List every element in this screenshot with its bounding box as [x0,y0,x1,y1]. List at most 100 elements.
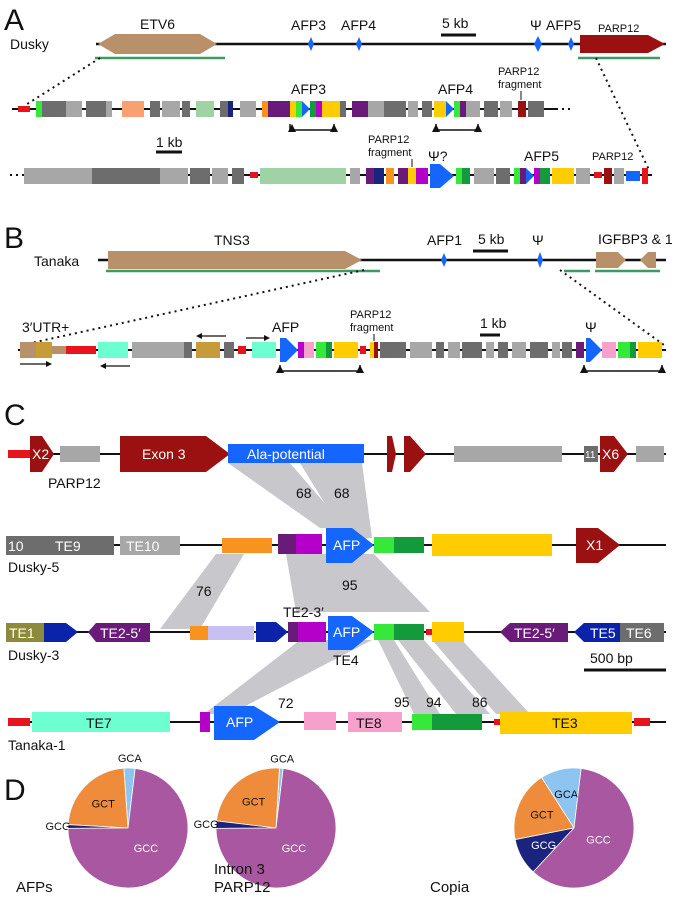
block-blue-arrow [526,168,534,184]
scale-1kb-label-b: 1 kb [480,315,507,331]
zoom-frag-label-line2: fragment [498,79,541,91]
te1-label: TE1 [9,625,35,641]
psi-marker [534,36,542,52]
zoom-afp4-label: AFP4 [438,81,473,97]
block-navy [228,101,233,117]
pie-slice-gcc [532,767,635,889]
afp-tanaka1-arrow [214,706,280,740]
te10-label: TE10 [126,538,160,554]
magenta-block [296,534,322,554]
block-grey [220,101,228,117]
te3-label: TE3 [552,715,578,731]
r3-parp12-label: PARP12 [592,151,633,163]
block-red [594,172,602,178]
darkgreen-block [394,537,424,553]
small-exon [404,436,426,472]
block-grey [368,101,384,117]
yellow-block [432,534,552,556]
block-grey [498,342,508,358]
afp5-marker [568,37,574,51]
block-grey [466,101,480,117]
block-grey [92,168,100,184]
block-darkgreen [326,342,332,358]
block-grey [408,101,418,117]
block-tan [196,342,220,358]
pie-title: AFPs [16,879,53,896]
pie-title: Copia [430,879,470,896]
afp-dusky3-label: AFP [333,624,360,640]
grey-block [454,446,562,462]
te7-box [32,712,170,732]
te4-label: TE4 [333,652,359,668]
zoom-afp-label-b: AFP [272,319,299,335]
r3-frag-label-line1: PARP12 [368,134,409,146]
parp12-gene-arrow [580,35,665,53]
block-grey [100,168,160,184]
block-pink [304,342,314,358]
block-tan [36,342,52,358]
identity-72: 72 [278,695,294,711]
block-green [456,168,462,184]
dusky5-label: Dusky-5 [8,559,60,575]
block-grey [484,101,498,117]
block-green [296,101,302,117]
block-salmon [122,101,144,117]
tns3-label: TNS3 [214,232,250,248]
similarity-bands [160,463,530,714]
bracket-tip [580,365,588,373]
afp-dusky3-arrow [328,616,374,650]
band-76 [160,554,244,629]
green-block [412,714,432,730]
block-grey [340,101,346,117]
zoom-psi-label-b: Ψ [585,319,597,335]
darkgreen-block [432,714,482,730]
block-lightgreen [196,101,214,117]
pie-title: Intron 3 [214,861,265,878]
afp-dusky5-label: AFP [333,537,360,553]
panel-c: C X2 Exon 3 Ala-potential 11 X6 PARP12 [4,399,666,753]
afp-dusky5-arrow [326,528,374,563]
pie-title: PARP12 [214,879,270,896]
block-purple [366,168,374,184]
block-grey [24,168,92,184]
scale-1kb-label: 1 kb [156,134,183,150]
band-94 [398,640,490,714]
afp1-label: AFP1 [427,232,462,248]
exon3 [120,436,230,472]
igfbp-label: IGFBP3 & 1 [598,231,673,247]
block-green [618,342,630,358]
identity-95b: 95 [394,694,410,710]
block-tan [52,346,66,354]
etv6-label: ETV6 [140,16,175,32]
pink-block [304,712,336,730]
te6-label: TE6 [626,625,652,641]
green-block [374,537,394,553]
block-grey [380,342,406,358]
block-grey [224,342,234,358]
block-darkred [518,101,526,117]
block-grey [182,101,190,117]
te5-label: TE5 [590,625,616,641]
band-68a [228,463,346,528]
band-72 [204,640,372,714]
block-darkgreen [630,342,636,358]
pie-label-gcg: GCG [531,840,556,852]
band-95a [286,554,430,612]
x6-exon [600,436,628,472]
pie-label-gca: GCA [270,753,295,765]
block-magenta [416,168,428,184]
pie-slice-gcc [67,767,189,889]
zoom-row2-blocks [24,164,648,188]
block-yellow [370,342,374,358]
darkgreen-block [394,624,424,640]
block-grey [436,342,444,358]
te8-label: TE8 [356,715,382,731]
identity-95a: 95 [342,577,358,593]
primer-arrowhead [100,363,106,369]
psi-label-b: Ψ [532,232,544,248]
block-tan [20,342,36,358]
block-darkgreen [540,168,550,184]
block-grey [350,168,360,184]
pie-label-gct: GCT [92,799,116,811]
